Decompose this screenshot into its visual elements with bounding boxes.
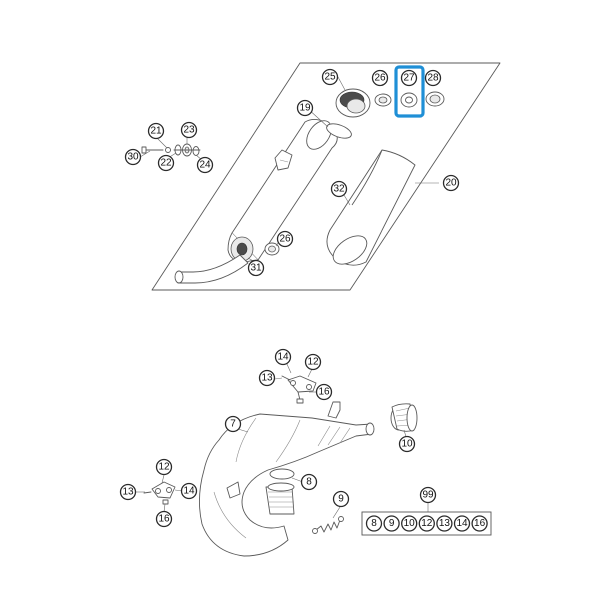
callout-23[interactable]: 23 [180, 121, 198, 139]
silencer-body[interactable] [174, 116, 338, 284]
kit-callout-8-label: 8 [371, 518, 377, 529]
callout-19-label: 19 [299, 103, 311, 114]
expansion-chamber[interactable] [199, 401, 375, 557]
callout-7-label: 7 [230, 419, 236, 430]
lower-bracket-set[interactable] [143, 481, 176, 505]
callout-14-lower[interactable]: 14 [180, 482, 198, 500]
callout-9[interactable]: 9 [332, 490, 350, 508]
callout-26-upper-label: 26 [374, 73, 386, 84]
kit-callout-12-label: 12 [421, 518, 433, 529]
callout-21[interactable]: 21 [147, 122, 165, 140]
callout-24[interactable]: 24 [196, 156, 214, 174]
callout-14-lower-label: 14 [183, 486, 195, 497]
callout-30-label: 30 [127, 152, 139, 163]
kit-callout-10-label: 10 [404, 518, 416, 529]
callout-25-label: 25 [324, 72, 336, 83]
callout-10-label: 10 [401, 439, 413, 450]
callout-10[interactable]: 10 [398, 435, 416, 453]
parts-kit-items: 8 9 10 12 13 14 16 [365, 515, 488, 532]
callout-31[interactable]: 31 [247, 259, 265, 277]
callout-30[interactable]: 30 [124, 148, 142, 166]
callout-12-lower-label: 12 [158, 462, 170, 473]
callout-32[interactable]: 32 [330, 180, 348, 198]
kit-callout-12[interactable]: 12 [418, 515, 435, 532]
callout-16-upper-label: 16 [318, 387, 330, 398]
callout-16-lower[interactable]: 16 [155, 510, 173, 528]
callout-26-lower[interactable]: 26 [276, 230, 294, 248]
callout-25[interactable]: 25 [321, 68, 339, 86]
callout-24-label: 24 [199, 160, 211, 171]
callout-16-upper[interactable]: 16 [315, 383, 333, 401]
callout-13-upper[interactable]: 13 [258, 369, 276, 387]
callout-21-label: 21 [150, 126, 162, 137]
kit-callout-13[interactable]: 13 [436, 515, 453, 532]
callout-26-lower-label: 26 [279, 234, 291, 245]
silencer-group-frame [151, 62, 501, 291]
silencer-group [139, 62, 501, 291]
callout-13-lower[interactable]: 13 [119, 483, 137, 501]
callout-7[interactable]: 7 [224, 415, 242, 433]
flange-seal[interactable] [265, 468, 295, 515]
callout-12-upper-label: 12 [307, 357, 319, 368]
callout-99[interactable]: 99 [419, 486, 437, 504]
callout-8-label: 8 [306, 477, 312, 488]
seal-ring[interactable] [325, 121, 354, 141]
upper-bracket-set[interactable] [281, 375, 317, 404]
callout-9-label: 9 [338, 494, 344, 505]
callout-13-upper-label: 13 [261, 373, 273, 384]
selection-highlight [394, 65, 425, 118]
kit-callout-16-label: 16 [474, 518, 486, 529]
kit-callout-13-label: 13 [439, 518, 451, 529]
callout-19[interactable]: 19 [296, 99, 314, 117]
end-cap[interactable] [335, 88, 371, 118]
callout-28-label: 28 [427, 73, 439, 84]
kit-callout-9[interactable]: 9 [383, 515, 400, 532]
callout-20-label: 20 [445, 178, 457, 189]
callout-27[interactable]: 27 [400, 69, 418, 87]
silencer-insert[interactable] [326, 149, 416, 270]
callout-27-label: 27 [403, 73, 415, 84]
callout-99-label: 99 [422, 490, 434, 501]
kit-callout-14[interactable]: 14 [453, 515, 471, 532]
mounting-hardware[interactable] [141, 143, 201, 157]
kit-callout-10[interactable]: 10 [401, 515, 418, 532]
callout-16-lower-label: 16 [158, 514, 170, 525]
kit-callout-16[interactable]: 16 [471, 515, 488, 532]
kit-callout-9-label: 9 [389, 518, 395, 529]
kit-callout-8[interactable]: 8 [365, 515, 383, 532]
callout-8[interactable]: 8 [300, 473, 318, 491]
callout-22[interactable]: 22 [157, 154, 175, 172]
callout-20[interactable]: 20 [442, 174, 460, 192]
callout-31-label: 31 [250, 263, 262, 274]
callout-23-label: 23 [183, 125, 195, 136]
callout-22-label: 22 [160, 158, 172, 169]
callout-32-label: 32 [333, 184, 345, 195]
kit-callout-14-label: 14 [456, 518, 468, 529]
exhaust-spring[interactable] [312, 516, 344, 534]
callout-13-lower-label: 13 [122, 487, 134, 498]
callout-14-upper-label: 14 [277, 352, 289, 363]
exhaust-sleeve[interactable] [390, 403, 418, 432]
callout-14-upper[interactable]: 14 [274, 348, 292, 366]
callout-28[interactable]: 28 [424, 69, 442, 87]
callout-12-upper[interactable]: 12 [304, 353, 322, 371]
callout-12-lower[interactable]: 12 [155, 458, 173, 476]
callout-26-upper[interactable]: 26 [371, 69, 389, 87]
